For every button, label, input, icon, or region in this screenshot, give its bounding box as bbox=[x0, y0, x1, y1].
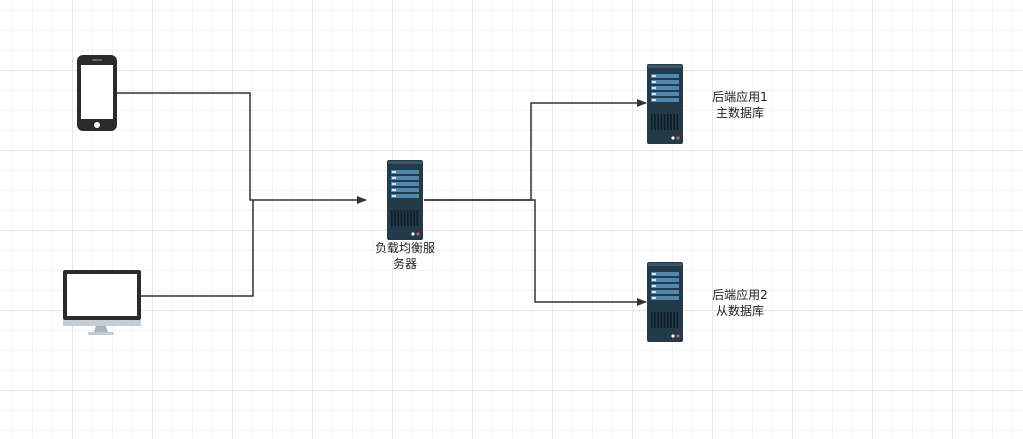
drive-bay bbox=[391, 182, 419, 186]
edge-load-balancer-to-backend1[interactable] bbox=[424, 99, 647, 201]
drive-bay bbox=[651, 80, 679, 84]
drive-bay bbox=[391, 194, 419, 198]
drive-bay bbox=[651, 278, 679, 282]
smartphone-icon[interactable] bbox=[77, 55, 117, 131]
backend2-label: 后端应用2 从数据库 bbox=[690, 287, 790, 319]
edge-phone-to-load-balancer[interactable] bbox=[117, 92, 367, 204]
power-led bbox=[671, 136, 675, 140]
drive-bay bbox=[651, 296, 679, 300]
backend1-label-line1: 后端应用1 bbox=[712, 90, 768, 104]
status-led bbox=[676, 136, 680, 140]
load-balancer-label-line1: 负载均衡服 bbox=[374, 241, 435, 255]
drive-bay bbox=[651, 284, 679, 288]
drive-bay bbox=[651, 98, 679, 102]
backend1-server-icon[interactable] bbox=[647, 64, 683, 144]
status-led bbox=[676, 334, 680, 338]
power-led bbox=[671, 334, 675, 338]
drive-bay bbox=[391, 170, 419, 174]
drive-bay bbox=[391, 176, 419, 180]
drive-bay bbox=[651, 92, 679, 96]
backend2-label-line1: 后端应用2 bbox=[712, 288, 768, 302]
backend2-server-icon[interactable] bbox=[647, 262, 683, 342]
status-led bbox=[416, 232, 420, 236]
drive-bay bbox=[651, 74, 679, 78]
power-led bbox=[411, 232, 415, 236]
drive-bay bbox=[651, 290, 679, 294]
load-balancer-server-icon[interactable] bbox=[387, 160, 423, 240]
backend2-label-line2: 从数据库 bbox=[715, 304, 764, 318]
drive-bay bbox=[651, 86, 679, 90]
load-balancer-label: 负载均衡服 务器 bbox=[355, 240, 455, 272]
drive-bay bbox=[651, 272, 679, 276]
edge-load-balancer-to-backend2[interactable] bbox=[424, 199, 647, 306]
load-balancer-label-line2: 务器 bbox=[392, 257, 417, 271]
backend1-label-line2: 主数据库 bbox=[715, 106, 764, 120]
edge-monitor-to-load-balancer[interactable] bbox=[140, 200, 254, 297]
backend1-label: 后端应用1 主数据库 bbox=[690, 89, 790, 121]
desktop-monitor-icon[interactable] bbox=[63, 270, 141, 335]
drive-bay bbox=[391, 188, 419, 192]
